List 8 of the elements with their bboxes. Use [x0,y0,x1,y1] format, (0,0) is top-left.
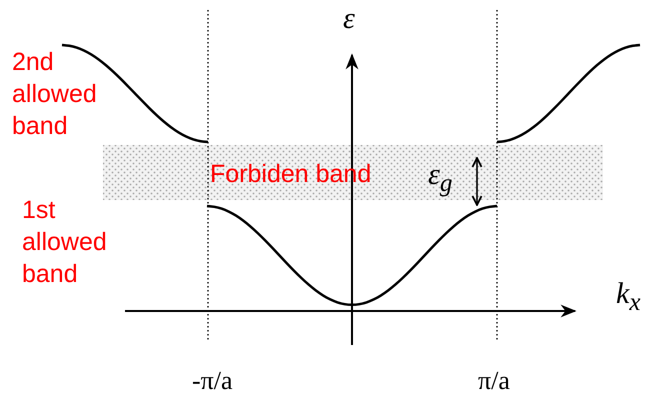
tick-label: -π/a [192,366,233,396]
wavevector-symbol: k$_{x}$ [616,277,640,317]
forbidden-band [103,145,603,200]
tick-label: π/a [478,366,510,396]
band-label: 2nd allowed band [12,47,98,142]
band-label: 1st allowed band [22,195,108,290]
gap-symbol: ε$_{g}$ [428,158,452,198]
energy-symbol: ε [343,2,355,36]
